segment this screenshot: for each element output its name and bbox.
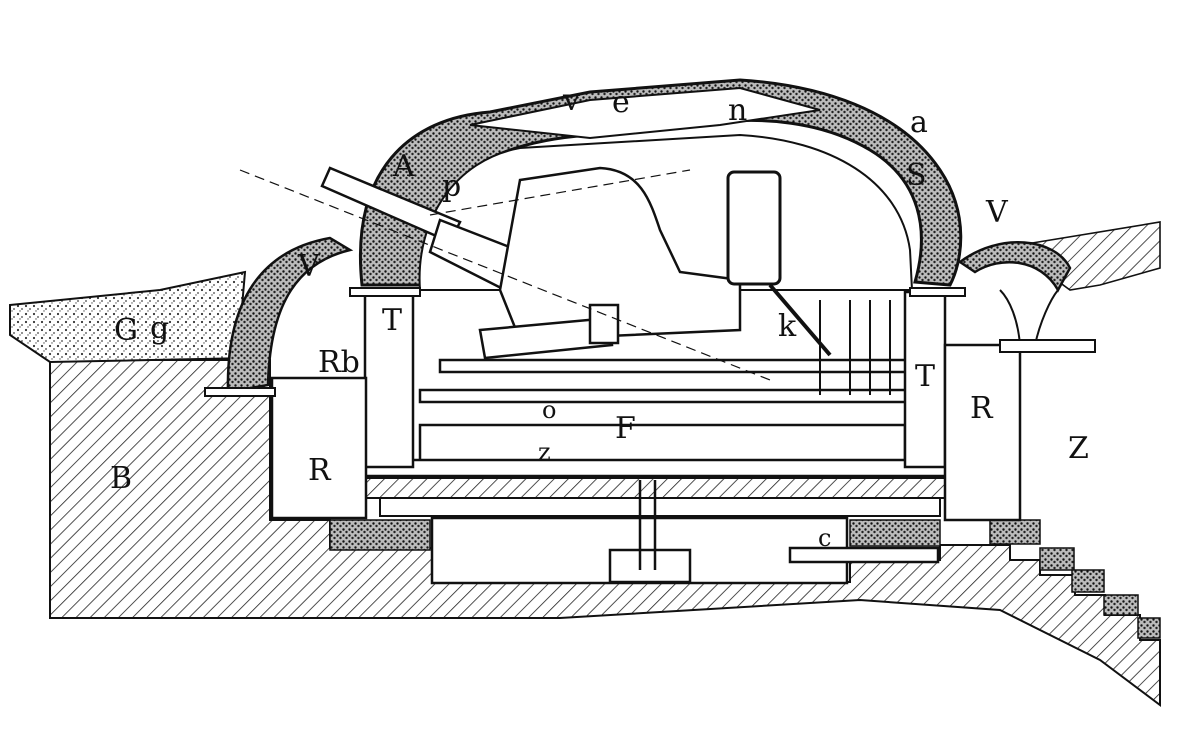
turret-side-walls	[363, 290, 947, 469]
elevation-rod	[768, 283, 832, 357]
label-R-right: R	[970, 391, 994, 426]
rear-hatch	[726, 170, 782, 286]
label-B: B	[110, 461, 132, 496]
deck-beams	[358, 358, 952, 478]
label-A: A	[392, 149, 415, 184]
label-V-right: V	[985, 195, 1009, 230]
label-p: p	[442, 169, 461, 204]
wall-brackets	[204, 287, 1096, 397]
label-Z: Z	[1068, 431, 1089, 466]
label-R-left: R	[308, 453, 332, 488]
label-V-left: V	[297, 249, 321, 284]
label-T-left: T	[382, 303, 402, 338]
label-a: a	[910, 105, 928, 140]
label-n: n	[728, 93, 747, 128]
label-e: e	[612, 85, 630, 120]
label-z: z	[538, 438, 551, 466]
label-o: o	[542, 396, 556, 424]
label-v-top: v	[562, 83, 580, 118]
vault-right-leg-2	[1034, 289, 1059, 346]
rotating-ring	[364, 477, 956, 517]
vault-left	[226, 236, 354, 394]
vault-right	[957, 241, 1072, 293]
label-T-right: T	[915, 359, 935, 394]
label-Rb: Rb	[318, 345, 360, 380]
label-k: k	[778, 309, 797, 344]
step-blocks	[329, 519, 1161, 639]
label-G: G	[114, 313, 138, 348]
vault-right-leg	[999, 289, 1021, 346]
pit-structures	[430, 480, 940, 585]
label-F: F	[615, 411, 636, 446]
label-g: g	[150, 311, 169, 346]
side-rooms	[270, 343, 1022, 522]
label-S: S	[906, 158, 927, 193]
label-c: c	[818, 524, 831, 552]
dome-top-plate	[469, 86, 821, 140]
sight-line-2	[429, 169, 691, 216]
recoil-cylinder	[478, 303, 620, 360]
vertical-struts	[819, 300, 891, 395]
